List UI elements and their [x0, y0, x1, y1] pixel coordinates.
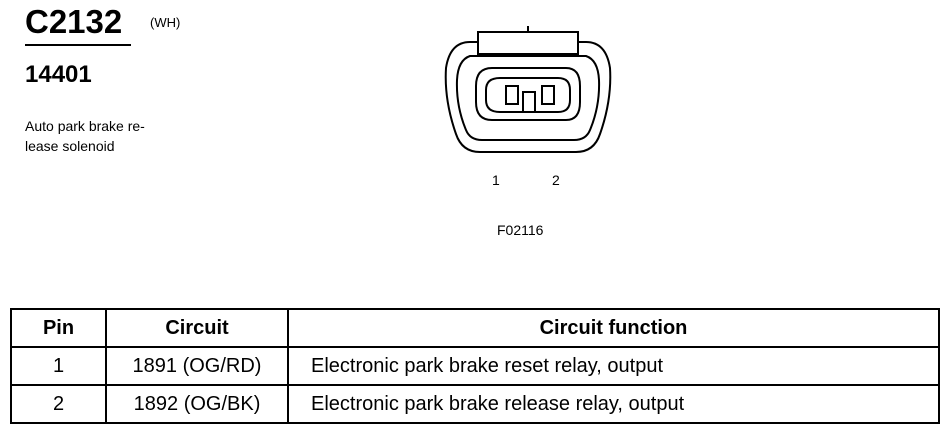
description-line-2: lease solenoid [25, 138, 115, 154]
connector-color: (WH) [150, 15, 181, 30]
figure-code: F02116 [497, 222, 544, 238]
pin-label-1: 1 [492, 172, 500, 188]
pin-label-2: 2 [552, 172, 560, 188]
inner-housing [455, 55, 601, 141]
part-number: 14401 [25, 61, 92, 88]
connector-face-diagram [444, 26, 612, 153]
latch-tab [477, 31, 579, 55]
connector-id: C2132 [25, 3, 123, 40]
description-line-1: Auto park brake re- [25, 118, 145, 134]
terminal-1 [505, 85, 519, 105]
title-underline [25, 44, 131, 46]
cell-circuit: 1892 (OG/BK) [105, 384, 289, 424]
cell-pin: 1 [10, 346, 107, 386]
terminal-2 [541, 85, 555, 105]
table-header-row: Pin Circuit Circuit function [10, 308, 940, 348]
cell-circuit: 1891 (OG/RD) [105, 346, 289, 386]
pinout-table: Pin Circuit Circuit function 1 1891 (OG/… [10, 308, 940, 424]
table-row: 2 1892 (OG/BK) Electronic park brake rel… [10, 384, 940, 424]
cell-pin: 2 [10, 384, 107, 424]
pin-cavity [475, 67, 581, 121]
header-circuit: Circuit [105, 308, 289, 348]
outer-housing [444, 41, 612, 153]
cell-circuit-function: Electronic park brake release relay, out… [287, 384, 940, 424]
header-pin: Pin [10, 308, 107, 348]
table-row: 1 1891 (OG/RD) Electronic park brake res… [10, 346, 940, 386]
terminal-key [522, 91, 536, 113]
header-circuit-function: Circuit function [287, 308, 940, 348]
pin-cavity-inner [485, 77, 571, 113]
cell-circuit-function: Electronic park brake reset relay, outpu… [287, 346, 940, 386]
connector-description: Auto park brake re- lease solenoid [25, 116, 195, 156]
